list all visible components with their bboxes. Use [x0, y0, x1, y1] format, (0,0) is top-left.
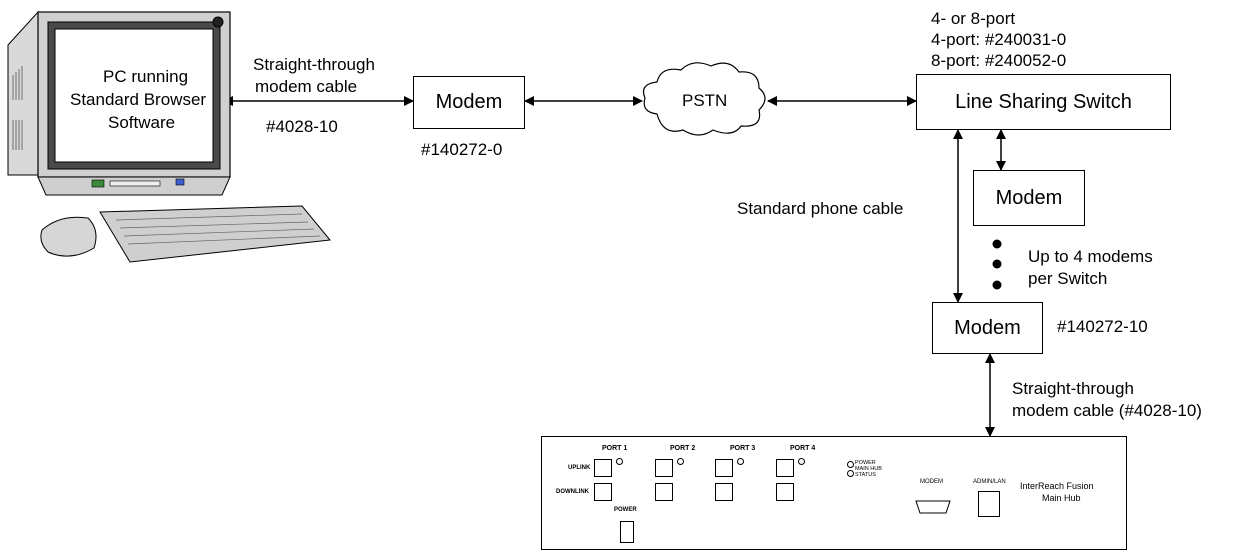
switch-note-1: 4- or 8-port: [931, 9, 1016, 28]
port-led: [616, 458, 623, 465]
hub-port2-label: PORT 2: [670, 445, 696, 452]
port-led: [737, 458, 744, 465]
modem-switch-label: Modem: [995, 186, 1063, 209]
port-led: [677, 458, 684, 465]
cable-left-line1: Straight-through: [253, 55, 375, 74]
cable-left-line2: modem cable: [255, 77, 358, 96]
modem-left-label: Modem: [435, 91, 503, 113]
hub-power-label: POWER: [614, 507, 637, 513]
downlink-port-3[interactable]: [715, 483, 733, 501]
pstn-cloud: [642, 62, 766, 136]
cable-left-part: #4028-10: [266, 117, 338, 136]
hub-admin-lan-label: ADMIN/LAN: [973, 479, 1006, 485]
uplink-port-4[interactable]: [776, 459, 794, 477]
uplink-port-2[interactable]: [655, 459, 673, 477]
uplink-port-3[interactable]: [715, 459, 733, 477]
led-mainhub-label: MAIN HUB: [855, 466, 882, 472]
led-power-label: POWER: [855, 460, 876, 466]
pc-screen-text-2: Standard Browser: [70, 90, 207, 109]
port-led: [798, 458, 805, 465]
dot: [992, 259, 1002, 269]
main-hub-panel: PORT 1 PORT 2 PORT 3 PORT 4 UPLINK DOWNL…: [541, 436, 1127, 550]
modems-note-line1: Up to 4 modems: [1028, 247, 1153, 266]
power-led: [847, 461, 854, 468]
hub-brand-2: Main Hub: [1042, 493, 1081, 503]
downlink-port-2[interactable]: [655, 483, 673, 501]
hub-downlink-label: DOWNLINK: [556, 489, 589, 495]
status-led: [847, 470, 854, 477]
switch-note-2: 4-port: #240031-0: [931, 30, 1067, 49]
modem-left-part: #140272-0: [421, 140, 503, 159]
modem-connector[interactable]: [913, 499, 953, 515]
hub-modem-label: MODEM: [920, 479, 943, 485]
pc-illustration: [7, 10, 331, 263]
hub-port1-label: PORT 1: [602, 445, 628, 452]
hub-brand-1: InterReach Fusion: [1020, 481, 1094, 491]
switch-note-3: 8-port: #240052-0: [931, 51, 1067, 70]
modem-switch-box: Modem: [973, 170, 1085, 226]
modem-bottom-part: #140272-10: [1057, 317, 1148, 336]
power-switch[interactable]: [620, 521, 634, 543]
uplink-port-1[interactable]: [594, 459, 612, 477]
pstn-label: PSTN: [682, 91, 728, 110]
line-sharing-switch-box: Line Sharing Switch: [916, 74, 1171, 130]
pc-screen-text-1: PC running: [103, 67, 189, 86]
hub-port3-label: PORT 3: [730, 445, 756, 452]
led-status-label: STATUS: [855, 472, 876, 478]
hub-uplink-label: UPLINK: [568, 465, 591, 471]
modem-bottom-box: Modem: [932, 302, 1043, 354]
downlink-port-4[interactable]: [776, 483, 794, 501]
hub-port4-label: PORT 4: [790, 445, 816, 452]
switch-label: Line Sharing Switch: [955, 90, 1132, 113]
modem-bottom-label: Modem: [954, 316, 1021, 339]
modem-left-box: Modem: [413, 76, 525, 129]
dot: [992, 239, 1002, 249]
cable-right-line1: Straight-through: [1012, 379, 1134, 398]
phone-cable-label: Standard phone cable: [737, 199, 904, 218]
cable-right-line2: modem cable (#4028-10): [1012, 401, 1202, 420]
pc-screen-text-3: Software: [108, 113, 176, 132]
modems-note-line2: per Switch: [1028, 269, 1108, 288]
dot: [992, 280, 1002, 290]
downlink-port-1[interactable]: [594, 483, 612, 501]
admin-lan-port[interactable]: [978, 491, 1000, 517]
